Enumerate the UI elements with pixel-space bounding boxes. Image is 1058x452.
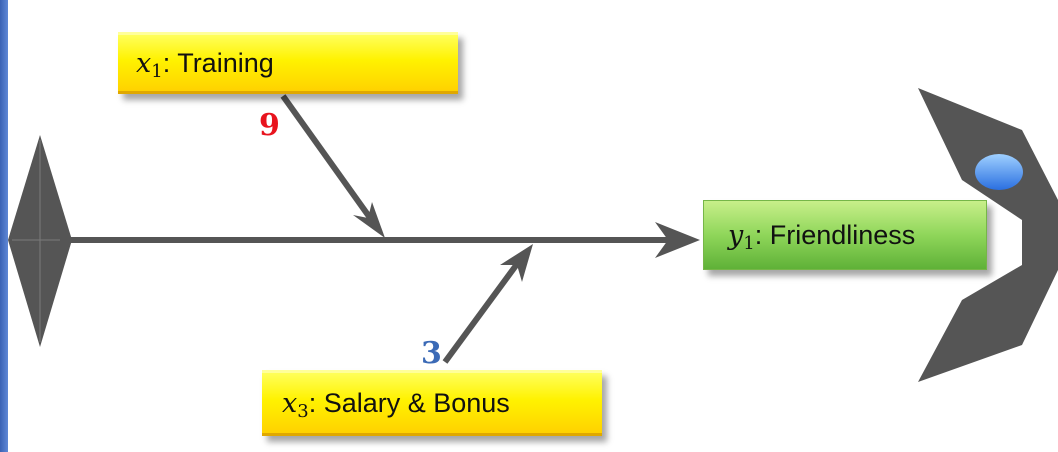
weight-training: 9 — [259, 108, 280, 143]
weight-salary-bonus: 3 — [421, 336, 442, 371]
effect-var-subscript: 1 — [743, 232, 755, 254]
effect-var-letter: y — [728, 219, 744, 251]
effect-label: : Friendliness — [754, 219, 916, 250]
training-var-subscript: 1 — [151, 60, 163, 82]
salary-bone — [442, 258, 523, 364]
training-label: : Training — [162, 47, 274, 78]
slide-edge-bar — [0, 0, 8, 452]
fish-head — [918, 88, 1058, 382]
salary-label: : Salary & Bonus — [308, 387, 510, 418]
fish-eye — [975, 154, 1023, 190]
training-bone-arrowhead — [353, 202, 385, 238]
training-var-letter: x — [136, 47, 152, 79]
training-bone — [280, 94, 376, 224]
salary-var-subscript: 3 — [297, 400, 309, 422]
spine-arrowhead — [655, 222, 700, 258]
salary-bone-arrowhead — [500, 244, 533, 282]
salary-var-letter: x — [282, 387, 298, 419]
